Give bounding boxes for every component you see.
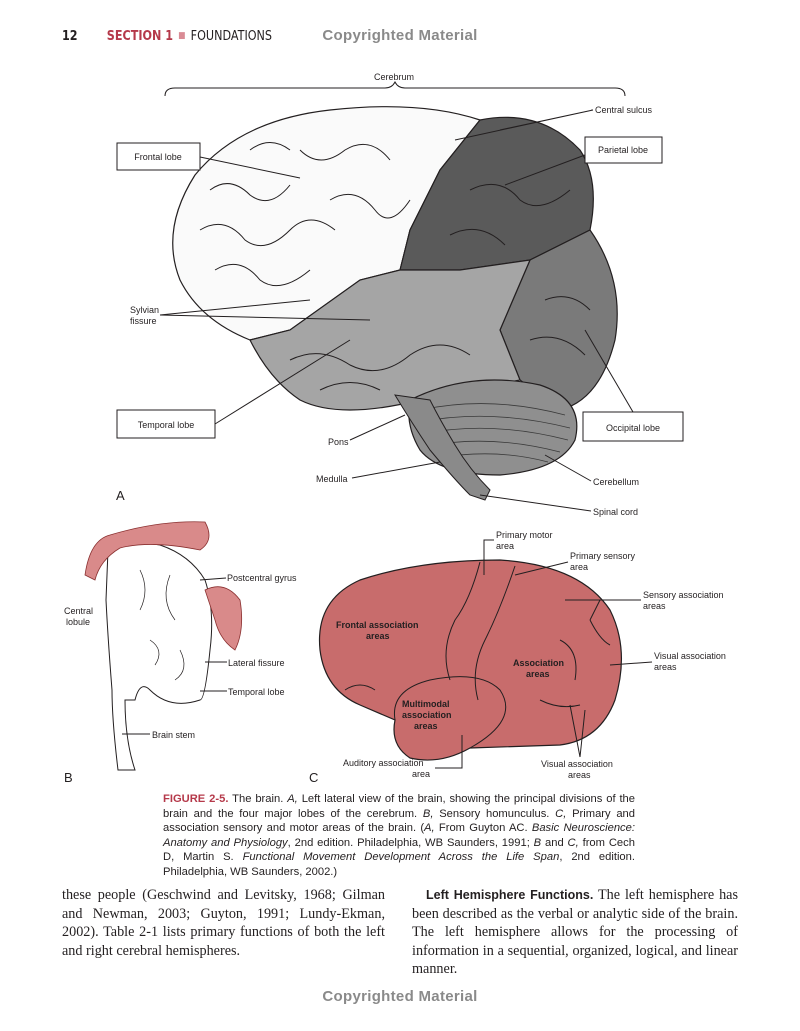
association-label-2: areas — [526, 669, 550, 679]
sensory-assoc-label-1: Sensory association — [643, 590, 724, 600]
association-label-1: Association — [513, 658, 564, 668]
page-number: 12 — [62, 29, 78, 44]
section-title: FOUNDATIONS — [190, 29, 273, 44]
brain-stem-label: Brain stem — [152, 730, 195, 740]
separator: ■ — [178, 31, 186, 41]
panel-a-label: A — [116, 488, 125, 503]
cerebrum-brace — [164, 80, 626, 97]
body-column-left: these people (Geschwind and Levitsky, 19… — [62, 887, 385, 959]
b-temporal-lobe-label: Temporal lobe — [228, 687, 285, 697]
brainstem-region — [394, 394, 491, 501]
caption-text: The brain. A, Left lateral view of the b… — [163, 793, 636, 878]
figure-c-functional-areas: Primary motor area Primary sensory area … — [309, 530, 726, 785]
parietal-lobe-label: Parietal lobe — [598, 145, 648, 155]
occipital-lobe-label: Occipital lobe — [606, 423, 660, 433]
temporal-lobe-label: Temporal lobe — [138, 420, 195, 430]
primary-motor-label-1: Primary motor — [496, 530, 553, 540]
multimodal-label-2: association — [402, 710, 452, 720]
sylvian-label-2: fissure — [130, 316, 157, 326]
auditory-label-2: area — [412, 769, 430, 779]
running-header: 12 SECTION 1 ■ FOUNDATIONS — [62, 29, 272, 44]
watermark-bottom: Copyrighted Material — [322, 988, 478, 1005]
central-lobule-label-2: lobule — [66, 617, 90, 627]
lateral-fissure-label: Lateral fissure — [228, 658, 285, 668]
body-column-right: Left Hemisphere Functions. The left hemi… — [412, 886, 738, 979]
central-sulcus-label: Central sulcus — [595, 105, 653, 115]
occipital-lobe-box — [582, 411, 684, 442]
multimodal-label-1: Multimodal — [402, 699, 450, 709]
visual-assoc-bottom-label-1: Visual association — [541, 759, 613, 769]
medulla-label: Medulla — [316, 474, 348, 484]
parietal-lobe-box — [584, 136, 663, 164]
functional-brain-shape — [318, 559, 622, 761]
figure-b-homunculus: Postcentral gyrus Central lobule Lateral… — [64, 521, 297, 785]
sensory-assoc-label-2: areas — [643, 601, 666, 611]
homunculus-face — [204, 586, 243, 651]
homunculus-leg — [84, 521, 210, 581]
cerebrum-label: Cerebrum — [374, 72, 414, 82]
central-lobule-label-1: Central — [64, 606, 93, 616]
panel-c-label: C — [309, 770, 318, 785]
watermark-top: Copyrighted Material — [322, 27, 478, 44]
frontal-assoc-label-1: Frontal association — [336, 620, 419, 630]
frontal-assoc-label-2: areas — [366, 631, 390, 641]
body-right-text: The left hemisphere has been described a… — [412, 887, 739, 978]
visual-assoc-right-label-1: Visual association — [654, 651, 726, 661]
primary-motor-label-2: area — [496, 541, 514, 551]
primary-sensory-label-2: area — [570, 562, 588, 572]
spinal-cord-label: Spinal cord — [593, 507, 638, 517]
figure-a-brain: Frontal lobe Parietal lobe Temporal lobe… — [116, 72, 684, 517]
figure-caption: FIGURE 2-5. The brain. A, Left lateral v… — [163, 792, 635, 880]
auditory-label-1: Auditory association — [343, 758, 424, 768]
panel-b-label: B — [64, 770, 73, 785]
visual-assoc-right-label-2: areas — [654, 662, 677, 672]
sylvian-label-1: Sylvian — [130, 305, 159, 315]
pons-label: Pons — [328, 437, 349, 447]
frontal-lobe-label: Frontal lobe — [134, 152, 182, 162]
multimodal-label-3: areas — [414, 721, 438, 731]
primary-sensory-label-1: Primary sensory — [570, 551, 636, 561]
section-label: SECTION 1 — [106, 29, 174, 44]
visual-assoc-bottom-label-2: areas — [568, 770, 591, 780]
cerebellum-label: Cerebellum — [593, 477, 639, 487]
figure-2-5: Frontal lobe Parietal lobe Temporal lobe… — [64, 72, 726, 785]
temporal-lobe-box — [116, 409, 216, 439]
postcentral-gyrus-label: Postcentral gyrus — [227, 573, 297, 583]
frontal-lobe-box — [116, 142, 201, 171]
figure-number: FIGURE 2-5. — [163, 793, 229, 805]
subheading-left-hemisphere: Left Hemisphere Functions. — [426, 888, 594, 902]
